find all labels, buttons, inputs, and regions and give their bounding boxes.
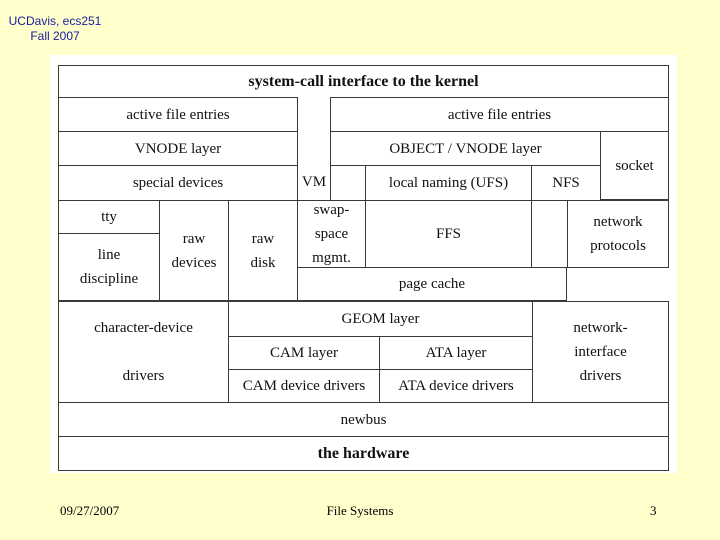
footer-date: 09/27/2007 <box>60 503 120 518</box>
cam-layer-block: CAM layer <box>228 336 380 370</box>
syscall-interface-block: system-call interface to the kernel <box>58 65 669 98</box>
course-label: UCDavis, ecs251 <box>8 14 102 28</box>
vm-block: VM <box>297 97 331 200</box>
socket-block: socket <box>600 131 669 200</box>
cam-device-drivers-block: CAM device drivers <box>228 369 380 403</box>
kernel-architecture-diagram: system-call interface to the kernel acti… <box>50 55 677 473</box>
term-label: Fall 2007 <box>30 29 80 43</box>
ata-device-drivers-block: ATA device drivers <box>379 369 533 403</box>
geom-layer-block: GEOM layer <box>228 301 533 337</box>
character-device-drivers-block: character-device drivers <box>58 301 229 403</box>
line-discipline-block: line discipline <box>58 233 160 301</box>
local-naming-block: local naming (UFS) <box>365 165 532 201</box>
network-protocols-block: network protocols <box>567 200 669 268</box>
special-devices-block: special devices <box>58 165 298 201</box>
newbus-block: newbus <box>58 402 669 437</box>
active-file-entries-right-block: active file entries <box>330 97 669 132</box>
swap-space-block: swap- space mgmt. <box>297 200 366 268</box>
ffs-block: FFS <box>365 200 532 268</box>
vnode-layer-block: VNODE layer <box>58 131 298 166</box>
active-file-entries-left-block: active file entries <box>58 97 298 132</box>
page-number: 3 <box>650 503 657 518</box>
ata-layer-block: ATA layer <box>379 336 533 370</box>
object-vnode-layer-block: OBJECT / VNODE layer <box>330 131 601 166</box>
footer-title: File Systems <box>326 503 394 518</box>
raw-disk-block: raw disk <box>228 200 298 301</box>
raw-devices-block: raw devices <box>159 200 229 301</box>
page-cache-block: page cache <box>297 267 567 301</box>
hardware-block: the hardware <box>58 436 669 471</box>
network-interface-drivers-block: network- interface drivers <box>532 301 669 403</box>
tty-block: tty <box>58 200 160 234</box>
nfs-block: NFS <box>531 165 601 201</box>
